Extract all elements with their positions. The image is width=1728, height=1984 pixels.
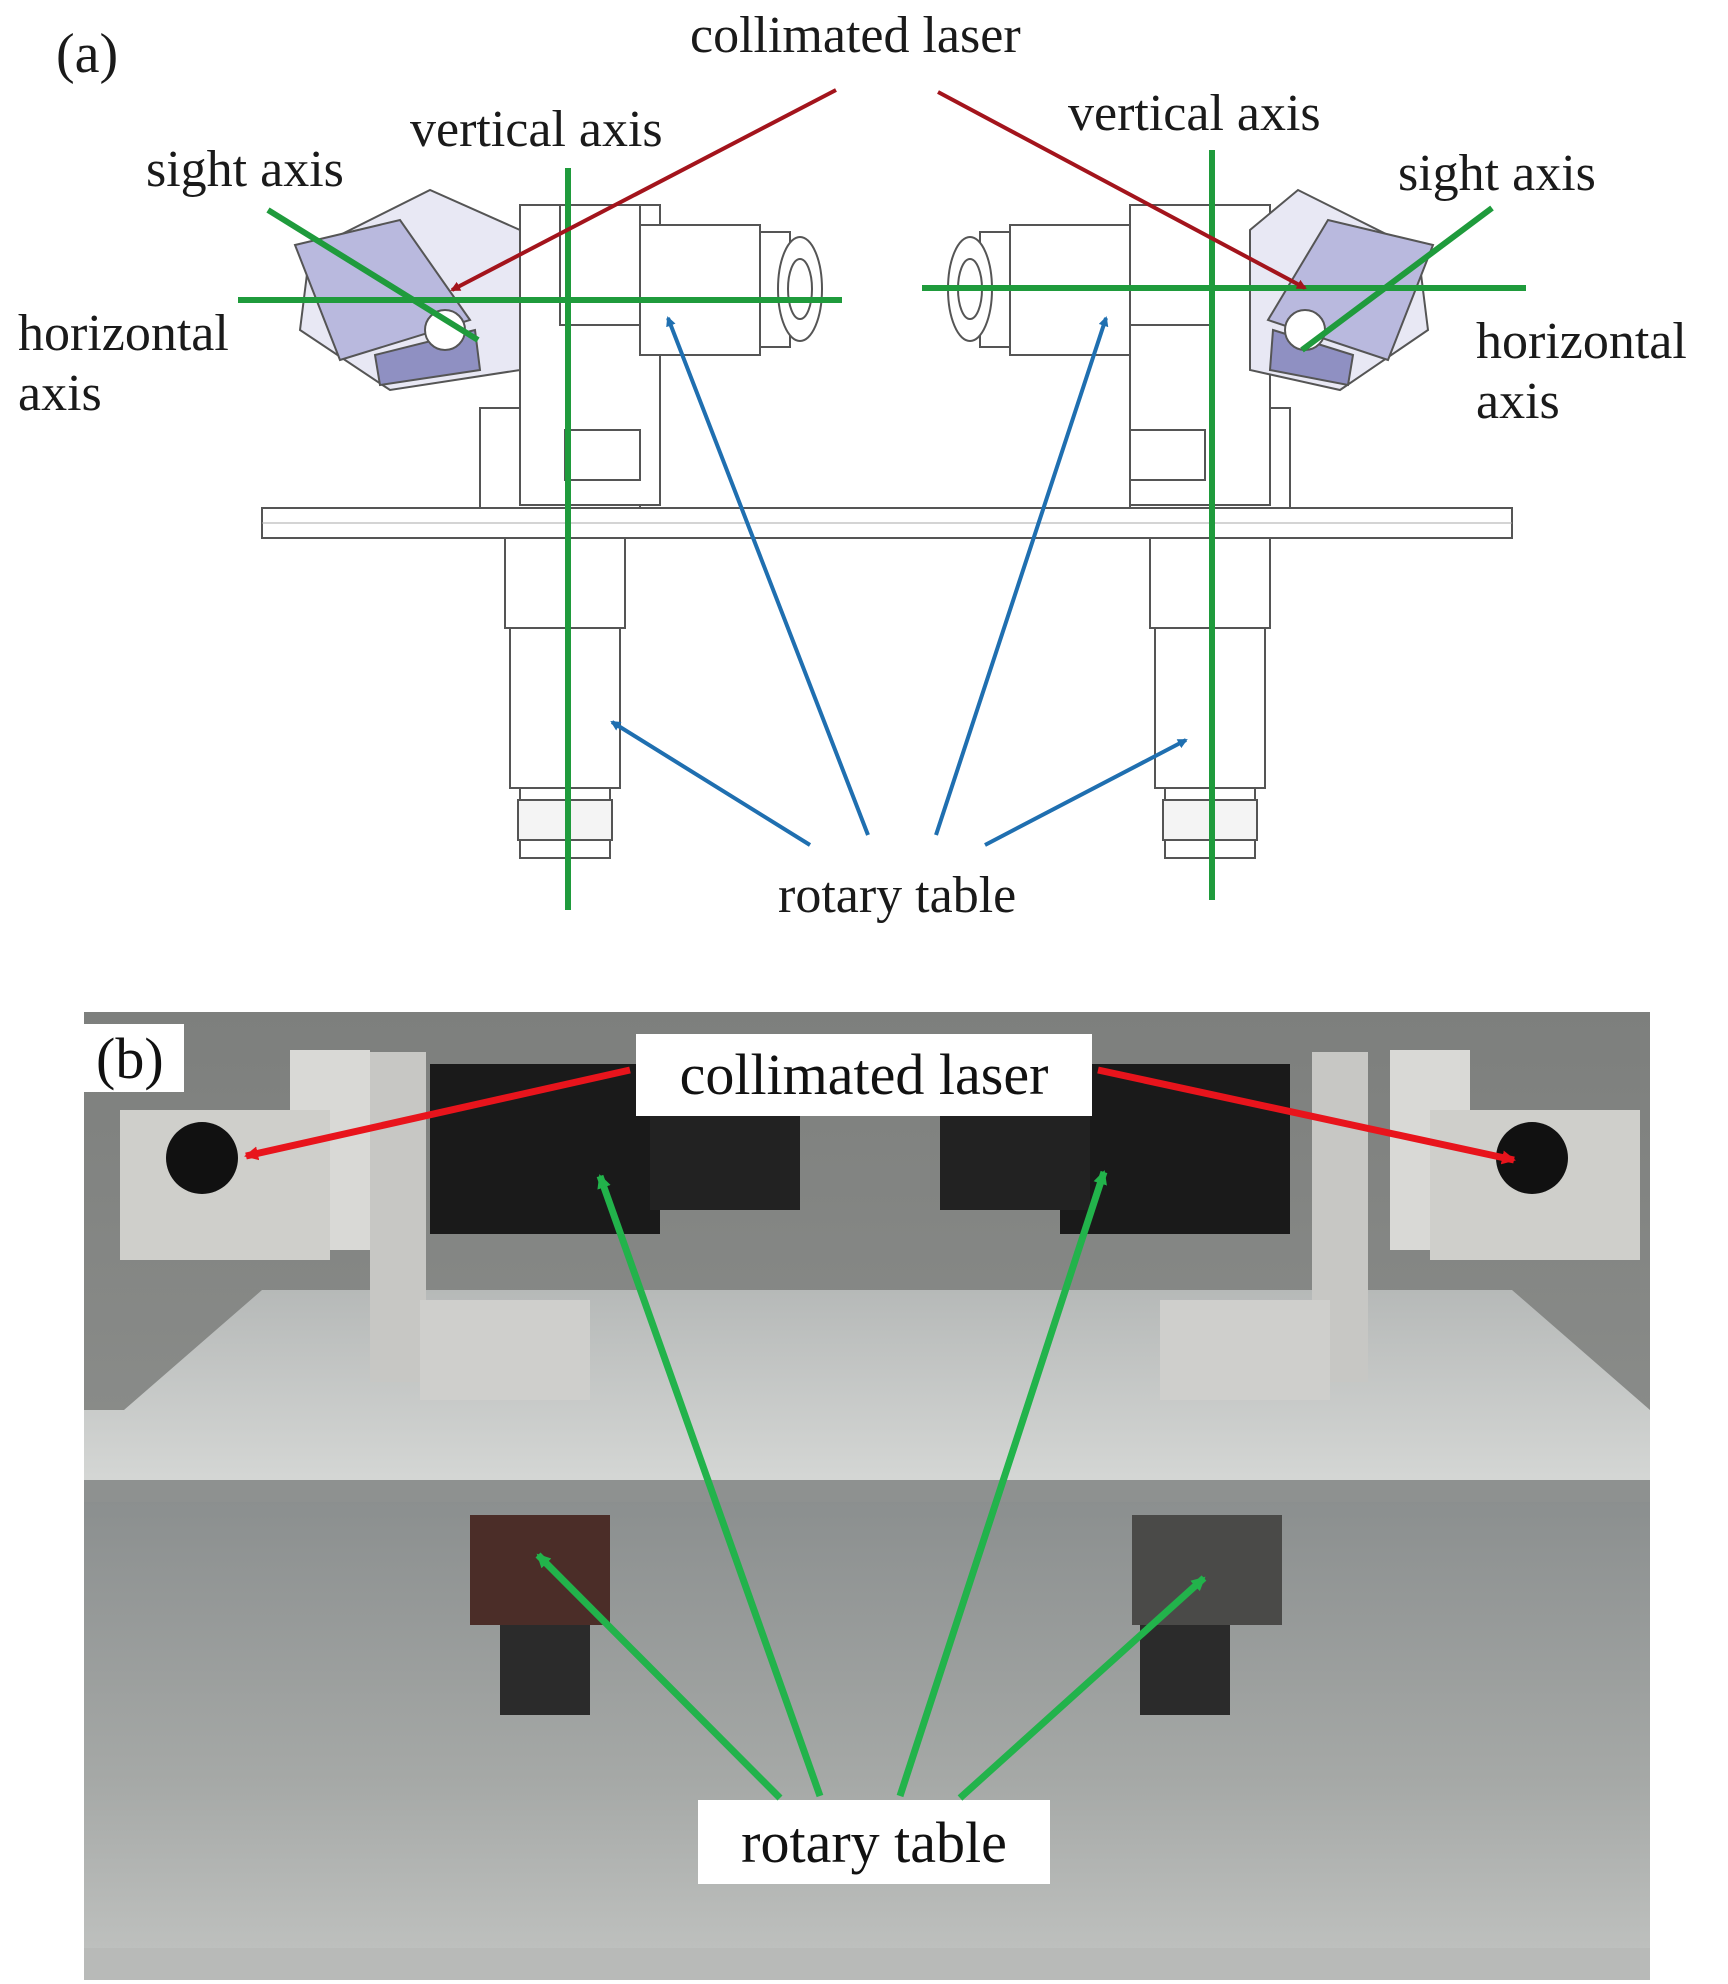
photo-box [84,1490,1650,1980]
label-collimated-laser-a: collimated laser [690,7,1021,64]
laser-arrows-b [244,1066,1516,1165]
laser-pointers-a [450,88,1307,292]
label-sight-axis-left: sight axis [146,141,344,198]
photo-plate [84,1290,1650,1490]
collimated-laser-box [636,1034,1092,1116]
photo-left-mechanism [120,1050,800,1715]
sight-axis-right-line [1300,205,1494,353]
rotary-table-box [698,1800,1050,1884]
label-sight-axis-right: sight axis [1398,145,1596,202]
label-horizontal-axis-left-2: axis [18,365,102,422]
label-vertical-axis-right: vertical axis [1068,85,1321,142]
label-horizontal-axis-right-1: horizontal [1476,313,1687,370]
panel-a: (a) [18,7,1687,924]
label-horizontal-axis-left-1: horizontal [18,305,229,362]
label-horizontal-axis-right-2: axis [1476,373,1560,430]
sight-axis-left-line [266,207,480,343]
label-vertical-axis-left: vertical axis [410,101,663,158]
label-rotary-table-a: rotary table [778,867,1016,924]
rotary-pointers-a [610,316,1188,847]
laser-arrow-right [937,90,1307,290]
panel-b-label: (b) [96,1026,164,1091]
label-collimated-laser-b: collimated laser [680,1042,1049,1107]
laser-arrow-left [450,88,837,292]
rotary-arrows-b [535,1170,1207,1801]
label-rotary-table-b: rotary table [741,1810,1007,1875]
panel-b: (b) collimated laser rotary table [84,1012,1650,1980]
panel-a-label: (a) [56,23,118,85]
axis-lines [238,150,1526,910]
photo-right-mechanism [940,1050,1640,1715]
